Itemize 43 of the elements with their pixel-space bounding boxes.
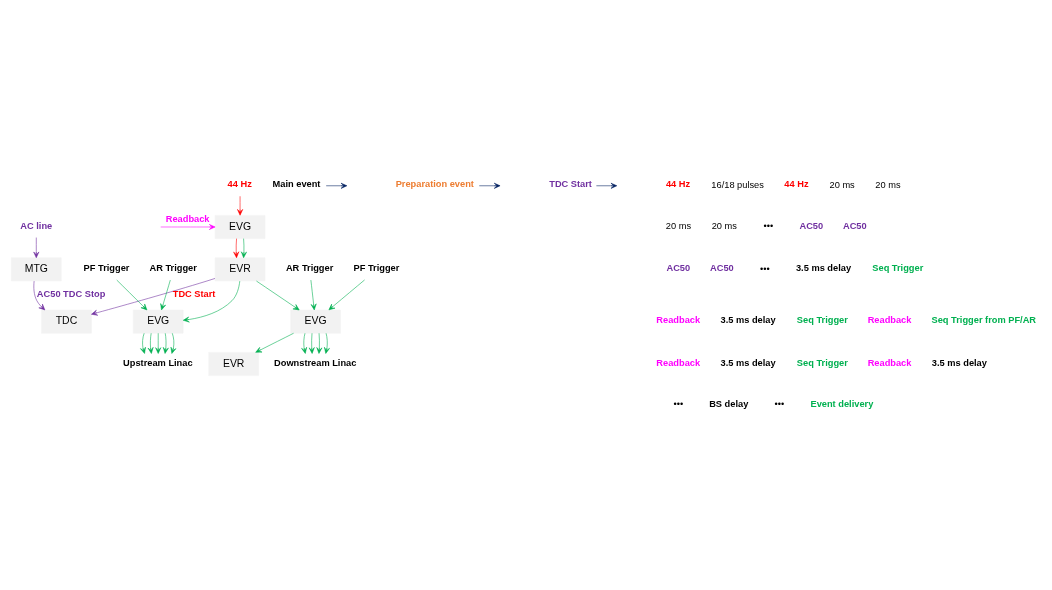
label: ••• [774,398,785,409]
label: Event delivery [810,398,874,409]
label: AC50 [666,262,691,273]
label: 20 ms [829,179,855,190]
node-text: PF Trigger [353,262,400,273]
label: Seq Trigger [796,314,848,325]
node-text: Main event [272,178,321,189]
label: Readback [867,357,912,368]
node-text: 44 Hz [227,178,252,189]
edge-label: TDC Start [172,288,216,299]
label: Seq Trigger from PF/AR [931,314,1037,325]
label: 16/18 pulses [711,179,764,190]
label: AC50 [799,220,824,231]
label: Seq Trigger [872,262,924,273]
node-text: AR Trigger [149,262,197,273]
label: 20 ms [875,179,901,190]
edge-label: AC50 TDC Stop [36,288,106,299]
label: 44 Hz [665,178,691,189]
edge-label: Readback [165,213,210,224]
label: 3.5 ms delay [795,262,852,273]
label: 20 ms [665,220,692,231]
label: 3.5 ms delay [720,314,776,325]
label: BS delay [709,398,749,409]
label: Readback [656,314,701,325]
label: AC50 [842,220,867,231]
node-text: Upstream Linac [123,357,193,368]
node-text: Preparation event [395,178,474,189]
label: 44 Hz [784,178,809,189]
label: ••• [760,263,770,274]
node-text: PF Trigger [83,262,130,273]
label: 3.5 ms delay [720,357,776,368]
node-text: TDC Start [549,178,592,189]
node-text: Downstream Linac [274,357,357,368]
label: Seq Trigger [796,357,848,368]
node-text: AC line [20,220,53,231]
label: Readback [867,314,912,325]
label: AC50 [710,262,734,273]
node-text: AR Trigger [285,262,334,273]
label: Readback [656,357,701,368]
label: ••• [673,398,684,409]
label: 20 ms [711,220,737,231]
label: 3.5 ms delay [931,357,987,368]
label: ••• [763,220,774,231]
